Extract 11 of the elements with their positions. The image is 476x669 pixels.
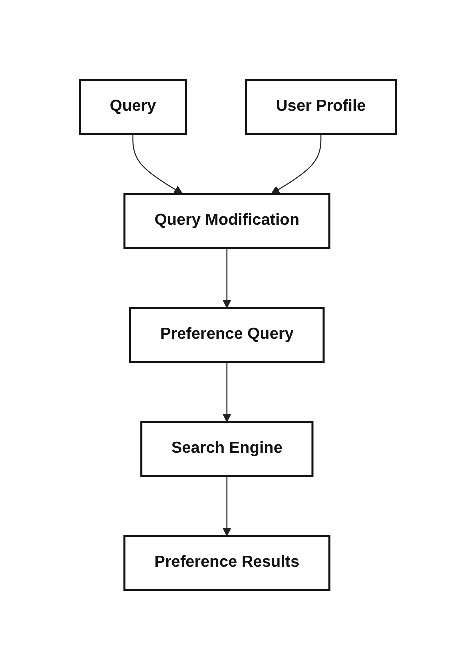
node-box: Preference Results <box>124 534 331 590</box>
arrow <box>271 133 322 194</box>
arrow <box>222 361 232 422</box>
node-box: Query Modification <box>124 192 331 248</box>
node-box: User Profile <box>245 78 398 134</box>
node-box: Query <box>78 78 188 134</box>
arrow <box>222 247 232 308</box>
node-box: Search Engine <box>140 420 314 476</box>
arrow <box>222 475 232 536</box>
node-box: Preference Query <box>129 306 325 362</box>
arrow <box>132 133 183 194</box>
